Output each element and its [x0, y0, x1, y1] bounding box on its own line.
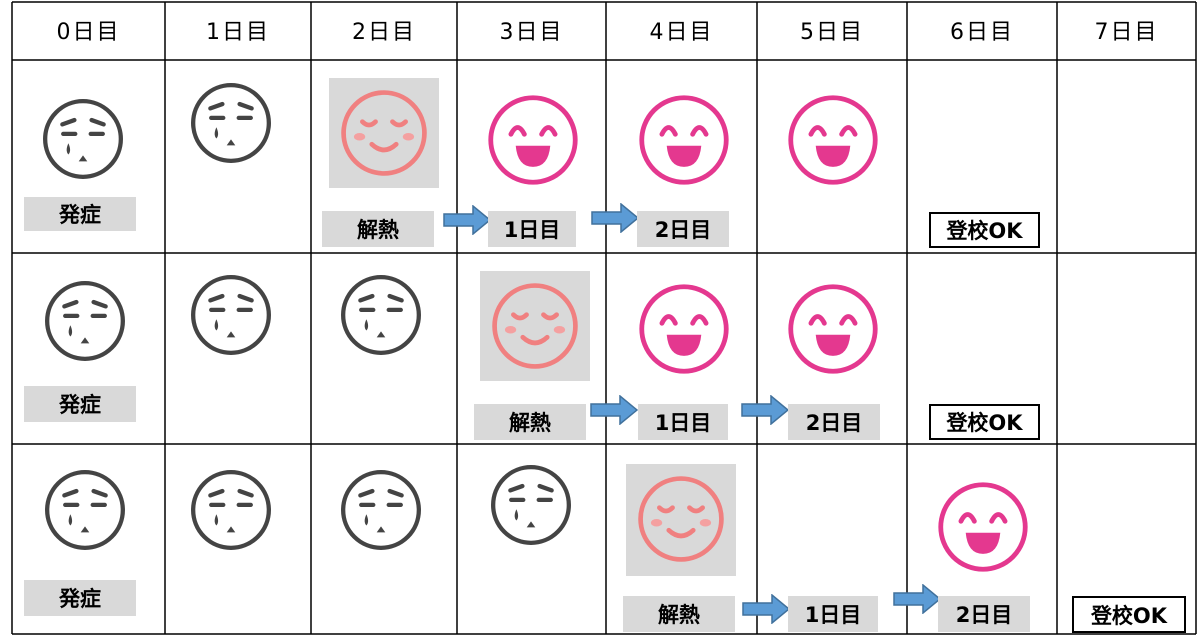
right-arrow-icon — [742, 594, 790, 624]
sad-face-icon — [191, 470, 271, 550]
relief-face-background — [329, 78, 439, 188]
header-day-1: 1日目 — [206, 20, 270, 45]
sad-face-icon — [191, 83, 271, 163]
relief-face-icon — [638, 476, 724, 562]
right-arrow-icon — [893, 584, 941, 614]
happy-face-icon — [639, 284, 729, 374]
right-arrow-icon — [591, 203, 639, 233]
school-ok-label: 登校OK — [929, 212, 1040, 248]
sad-face-icon — [45, 470, 125, 550]
header-day-2: 2日目 — [352, 20, 416, 45]
sad-face-icon — [43, 99, 123, 179]
onset-label: 発症 — [24, 386, 136, 422]
onset-label: 発症 — [24, 197, 136, 231]
onset-label: 発症 — [24, 580, 136, 616]
right-arrow-icon — [590, 395, 638, 425]
fever-gone-label: 解熱 — [474, 404, 586, 440]
header-day-5: 5日目 — [800, 20, 864, 45]
sad-face-icon — [191, 275, 271, 355]
header-day-6: 6日目 — [950, 20, 1014, 45]
fever-gone-label: 解熱 — [623, 596, 735, 632]
fever-gone-label: 解熱 — [322, 211, 434, 247]
sad-face-icon — [45, 281, 125, 361]
right-arrow-icon — [741, 395, 789, 425]
happy-face-icon — [938, 482, 1028, 572]
day-2-label: 2日目 — [637, 211, 729, 247]
right-arrow-icon — [443, 205, 491, 235]
header-day-3: 3日目 — [499, 20, 564, 45]
relief-face-icon — [341, 90, 427, 176]
happy-face-icon — [788, 95, 878, 185]
day-2-label: 2日目 — [938, 596, 1030, 632]
day-1-label: 1日目 — [488, 211, 576, 247]
relief-face-icon — [492, 283, 578, 369]
day-2-label: 2日目 — [788, 404, 880, 440]
sad-face-icon — [341, 470, 421, 550]
day-1-label: 1日目 — [638, 404, 728, 440]
happy-face-icon — [488, 95, 578, 185]
happy-face-icon — [788, 284, 878, 374]
day-1-label: 1日目 — [788, 596, 878, 632]
header-day-4: 4日目 — [649, 20, 714, 45]
relief-face-background — [480, 271, 590, 381]
happy-face-icon — [639, 95, 729, 185]
school-ok-label: 登校OK — [929, 404, 1040, 440]
header-day-0: 0日目 — [56, 20, 121, 45]
sad-face-icon — [341, 275, 421, 355]
school-ok-label: 登校OK — [1072, 596, 1186, 633]
sad-face-icon — [491, 465, 571, 545]
header-day-7: 7日目 — [1094, 20, 1159, 45]
